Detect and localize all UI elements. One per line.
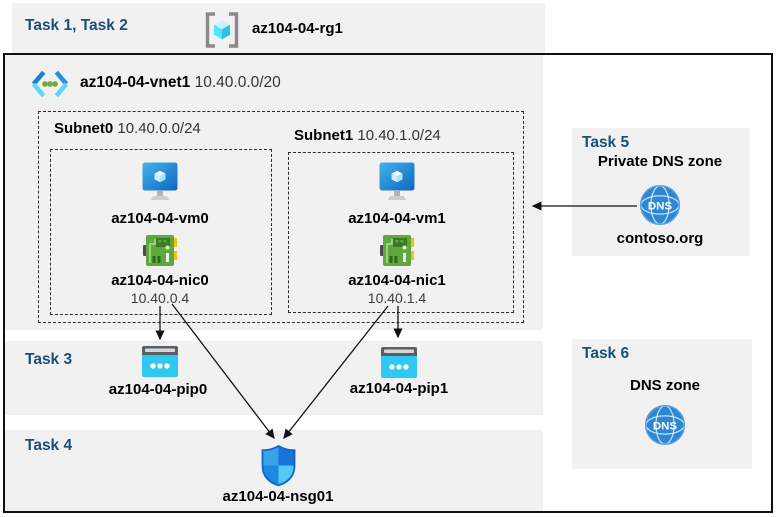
task5-label: Task 5 (582, 134, 630, 151)
nic0-ip: 10.40.0.4 (130, 290, 190, 306)
subnet0-cidr: 10.40.0.0/24 (117, 120, 201, 137)
task4-label: Task 4 (25, 437, 73, 454)
vm1-name: az104-04-vm1 (348, 210, 446, 227)
subnet1-cidr: 10.40.1.0/24 (357, 127, 441, 144)
vm0-name: az104-04-vm0 (111, 210, 209, 227)
task6-panel (572, 339, 752, 469)
subnet1-box (288, 152, 514, 313)
nic1-name: az104-04-nic1 (348, 272, 446, 289)
private-dns-zone-title: Private DNS zone (597, 153, 723, 170)
task6-label: Task 6 (582, 345, 630, 362)
pip0-name: az104-04-pip0 (108, 381, 208, 398)
task3-label: Task 3 (25, 351, 73, 368)
nic1-ip: 10.40.1.4 (367, 290, 427, 306)
subnet1-name: Subnet1 (294, 127, 354, 144)
nsg-name: az104-04-nsg01 (222, 488, 334, 505)
vnet-name: az104-04-vnet1 (80, 74, 191, 91)
task3-panel (5, 341, 543, 415)
dns-zone-title: DNS zone (629, 377, 701, 394)
resource-group-name: az104-04-rg1 (252, 20, 343, 37)
subnet0-name: Subnet0 (54, 120, 114, 137)
vnet-panel (5, 55, 543, 330)
vnet-title: az104-04-vnet1 10.40.0.0/20 (80, 74, 281, 92)
subnet0-box (50, 149, 272, 315)
pip1-name: az104-04-pip1 (349, 380, 449, 397)
subnet1-title: Subnet1 10.40.1.0/24 (294, 127, 441, 144)
subnets-container (38, 111, 524, 323)
resource-group-band (12, 3, 545, 53)
subnet0-title: Subnet0 10.40.0.0/24 (54, 120, 201, 137)
vnet-cidr: 10.40.0.0/20 (194, 74, 281, 91)
nic0-name: az104-04-nic0 (111, 272, 209, 289)
task-1-2-label: Task 1, Task 2 (25, 17, 128, 34)
private-dns-zone-name: contoso.org (616, 230, 704, 247)
